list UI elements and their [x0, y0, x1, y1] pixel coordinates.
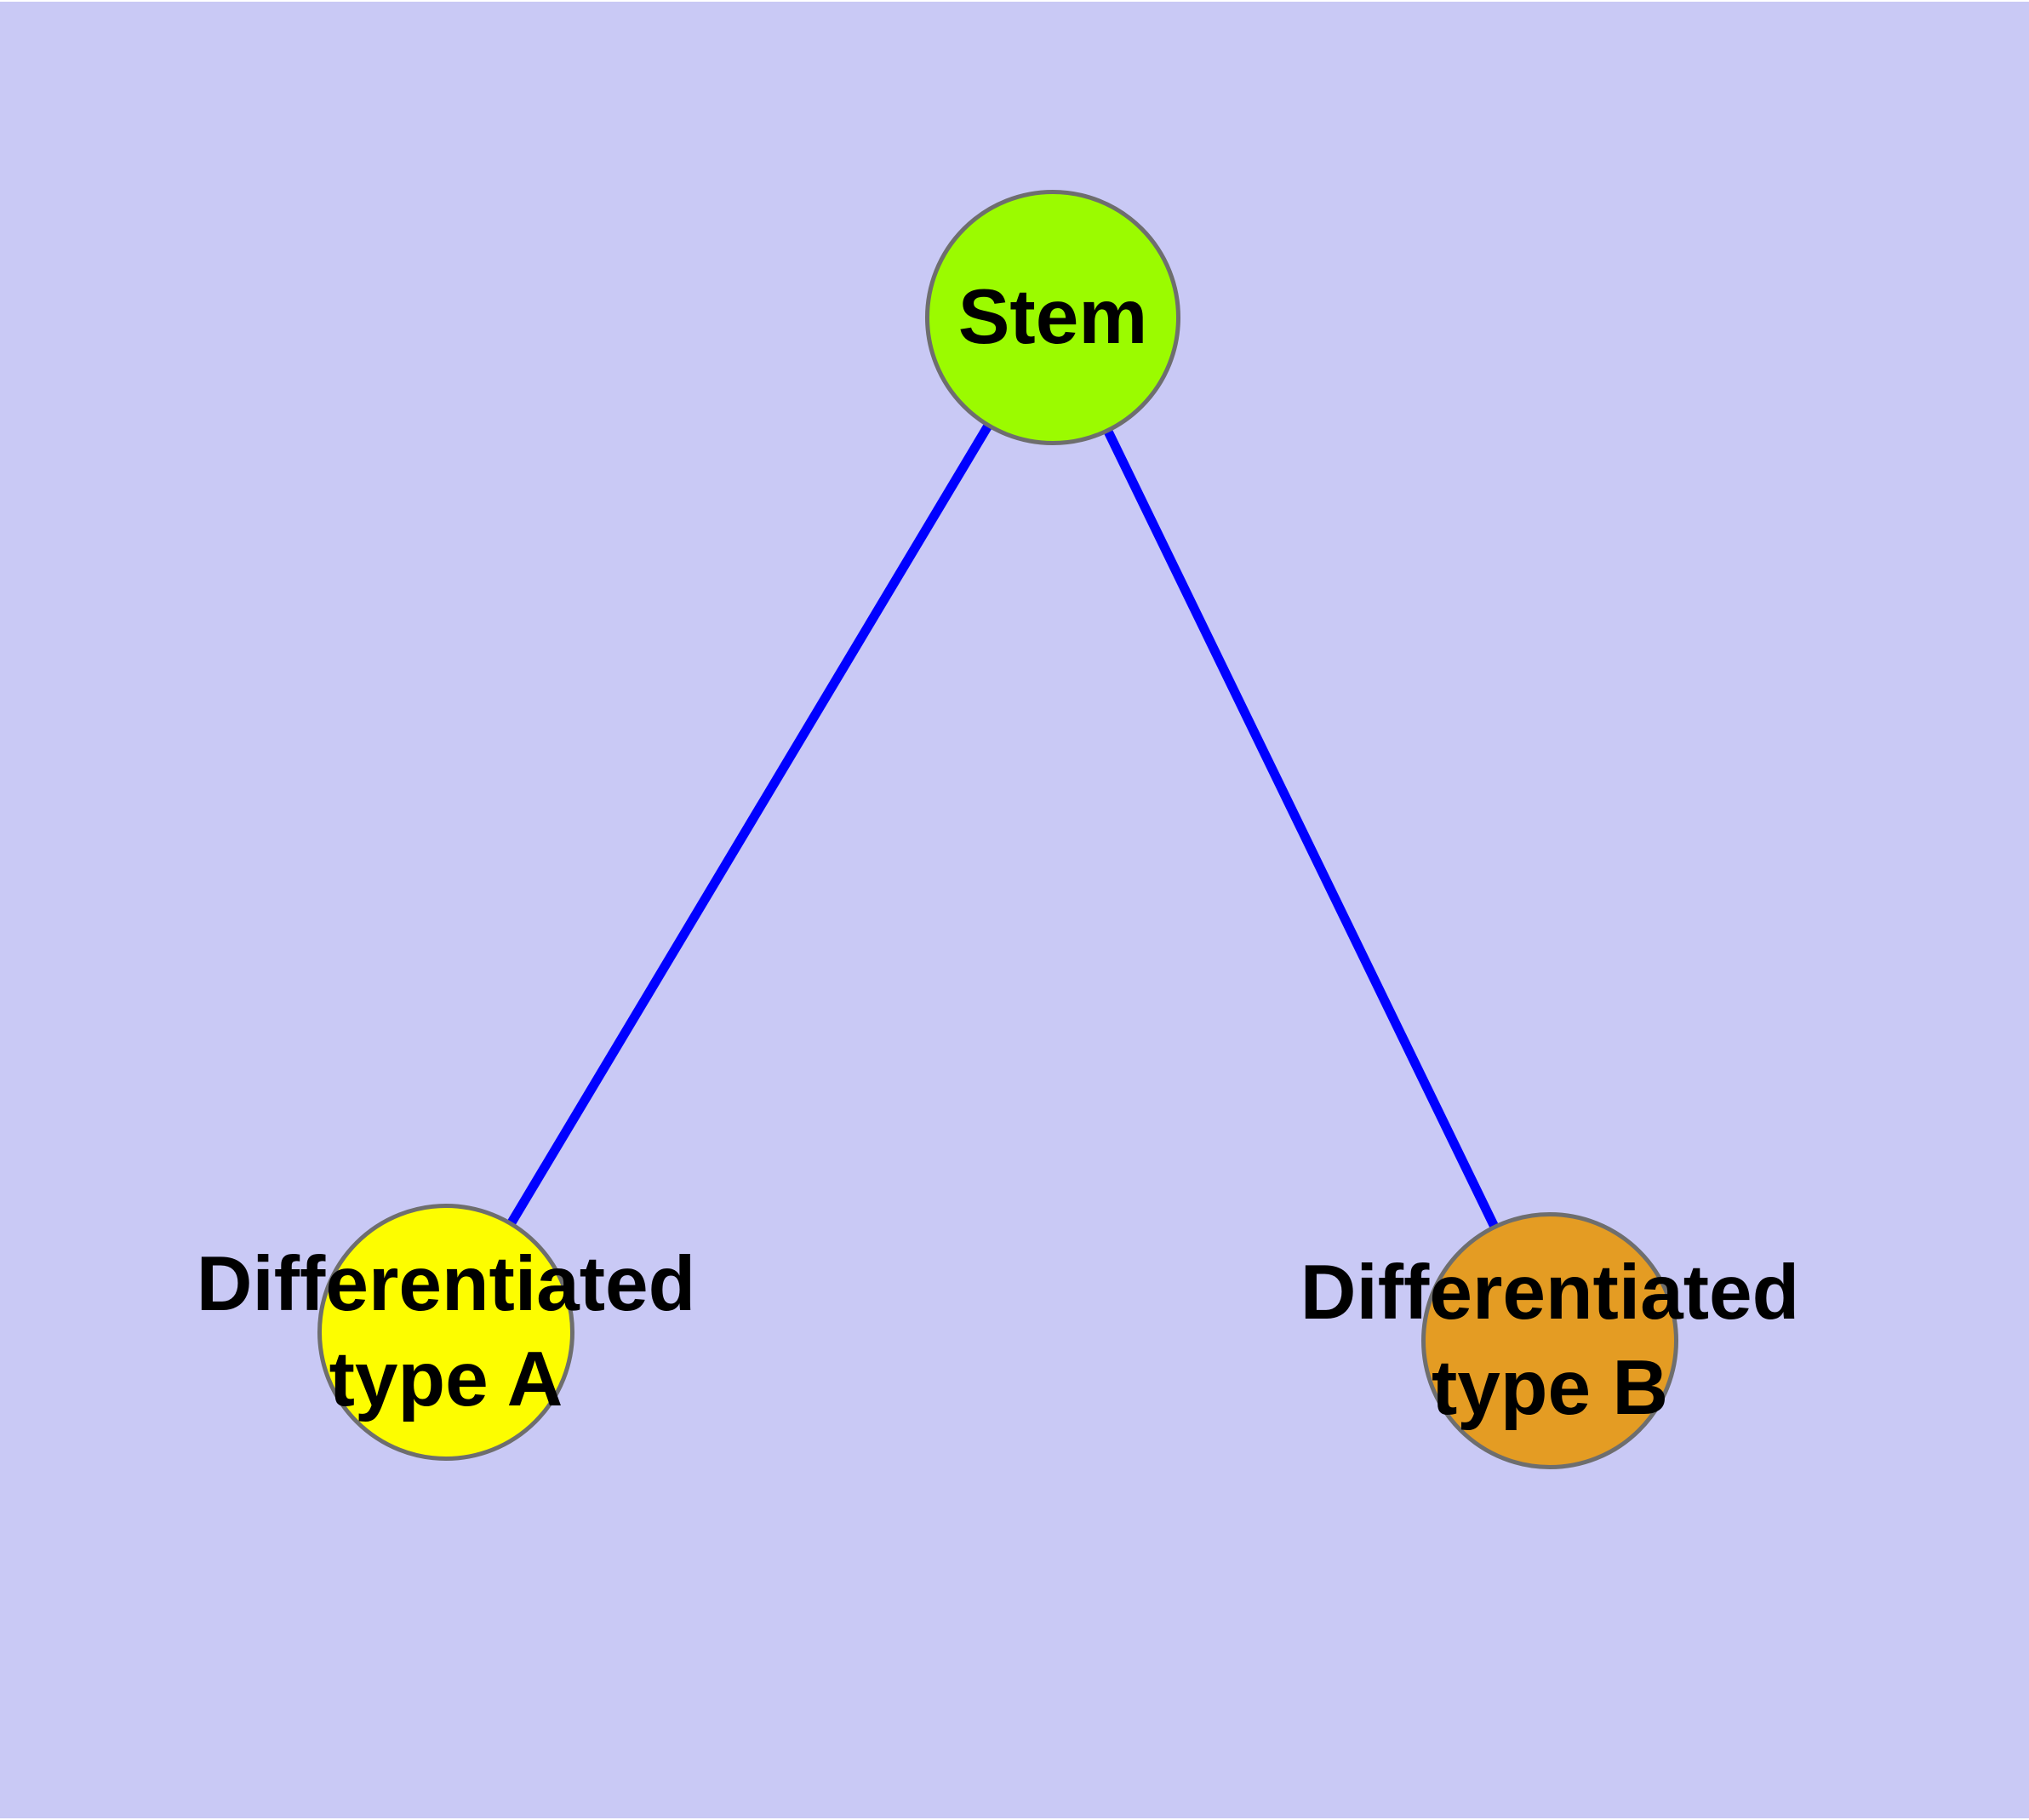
- node-stem-circle: [925, 190, 1180, 445]
- edge-stem-to-type-a: [442, 315, 1057, 1335]
- node-differentiated-type-a-circle: [317, 1204, 574, 1461]
- node-differentiated-type-b-circle: [1421, 1212, 1678, 1469]
- node-stem-label: Stem: [957, 274, 1148, 360]
- node-differentiated-type-a-label: Differentiated type A: [196, 1241, 696, 1422]
- node-differentiated-type-b-label: Differentiated type B: [1300, 1250, 1800, 1431]
- edge-stem-to-type-b: [1049, 315, 1554, 1343]
